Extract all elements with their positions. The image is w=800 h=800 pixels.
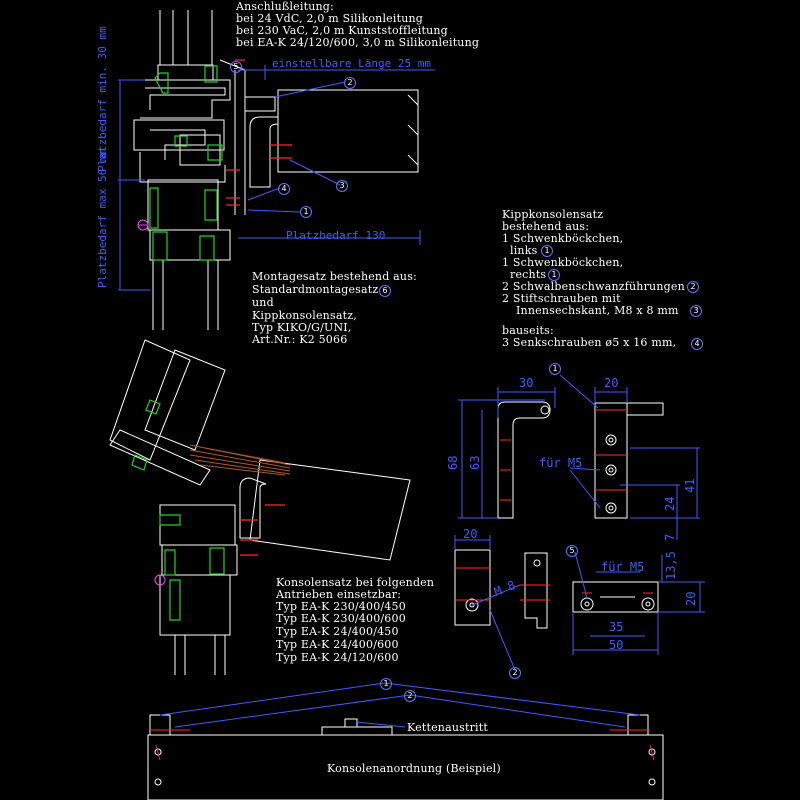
dim-13-5: 13,5 — [664, 551, 678, 580]
kipp-line-5: 1 Schwenkböckchen, — [502, 256, 624, 269]
callout-2-console: 2 — [404, 690, 416, 702]
dim-41: 41 — [683, 478, 697, 493]
anschluss-line-1: bei 24 VdC, 2,0 m Silikonleitung — [236, 12, 424, 25]
konsolensatz-line-7: Typ EA-K 24/120/600 — [276, 651, 399, 664]
dim-20-top: 20 — [604, 376, 619, 390]
anschluss-line-2: bei 230 VaC, 2,0 m Kunststoffleitung — [236, 24, 448, 37]
console-leaders — [159, 682, 641, 728]
kipp-line-3: 1 Schwenkböckchen, — [502, 232, 624, 245]
callout-kipp-1a: 1 — [541, 245, 553, 257]
profile-green-details — [149, 65, 223, 261]
bracket-dims — [458, 374, 700, 540]
kipp-line-7: 2 Schwalbenschwanzführungen — [502, 280, 685, 293]
label-kettenaustritt: Kettenaustritt — [407, 721, 488, 734]
console-red — [150, 729, 655, 761]
bracket-front-red — [595, 409, 627, 491]
dim-30: 30 — [519, 376, 534, 390]
anschluss-title: Anschlußleitung: — [236, 0, 334, 13]
dim-platz-max: Platzbedarf max 56 mm — [96, 148, 109, 288]
callout-1-bracket: 1 — [549, 363, 561, 375]
montage-line-2: Standardmontagesatz — [252, 283, 379, 296]
dim-24: 24 — [663, 496, 677, 511]
callout-kipp-4: 4 — [691, 338, 703, 350]
tilted-red-details — [240, 504, 285, 556]
kipp-line-4: links — [510, 244, 538, 257]
bracket-side-view — [497, 401, 551, 519]
callout-4-top: 4 — [278, 183, 290, 195]
kipp-line-6: rechts — [510, 268, 547, 281]
callout-kipp-3: 3 — [690, 305, 702, 317]
dim-35: 35 — [609, 620, 624, 634]
montage-line-1: Montagesatz bestehend aus: — [252, 270, 417, 283]
anschluss-line-3: bei EA-K 24/120/600, 3,0 m Silikonleitun… — [236, 36, 480, 49]
callout-kipp-2: 2 — [687, 281, 699, 293]
konsolensatz-line-5: Typ EA-K 24/400/450 — [276, 625, 399, 638]
callout-2-top: 2 — [344, 77, 356, 89]
kipp-line-8: 2 Stiftschrauben mit — [502, 292, 621, 305]
callout-5-top: 5 — [230, 61, 242, 73]
label-fuer-m5-a: für M5 — [539, 456, 583, 470]
callout-1-top: 1 — [300, 206, 312, 218]
tilted-green-details — [131, 399, 225, 621]
dim-63: 63 — [468, 455, 482, 470]
konsolensatz-line-6: Typ EA-K 24/400/600 — [276, 638, 399, 651]
profile-red-details — [226, 59, 292, 206]
swivel-dims — [454, 535, 705, 671]
dim-50: 50 — [609, 638, 624, 652]
callout-5-swivel: 5 — [566, 545, 578, 557]
callout-1-console: 1 — [380, 678, 392, 690]
kipp-line-9: Innensechskant, M8 x 8 mm — [516, 304, 679, 317]
callout-leaders — [247, 81, 346, 213]
dims-top-lines — [118, 65, 435, 291]
tilted-magenta — [154, 574, 166, 586]
montage-line-4: Kippkonsolensatz, — [252, 309, 357, 322]
kipp-line-1: Kippkonsolensatz — [502, 208, 604, 221]
callout-kipp-1b: 1 — [548, 269, 560, 281]
dim-20-swivel: 20 — [463, 527, 478, 541]
montage-line-5: Typ KIKO/G/UNI, — [252, 321, 352, 334]
dim-20-right: 20 — [684, 591, 698, 606]
konsolensatz-line-2: Antrieben einsetzbar: — [276, 588, 402, 601]
kipp-line-11: 3 Senkschrauben ø5 x 16 mm, — [502, 336, 677, 349]
kipp-line-10: bauseits: — [502, 324, 554, 337]
callout-2-swivel: 2 — [509, 667, 521, 679]
tilted-brown-chain — [189, 444, 291, 476]
dim-platz130: Platzbedarf 130 — [286, 229, 386, 242]
dim-einstellbare: einstellbare Länge 25 mm — [272, 57, 431, 70]
profile-section-tilted — [109, 339, 411, 675]
callout-3-top: 3 — [336, 180, 348, 192]
montage-line-3: und — [252, 296, 274, 309]
bracket-front-view — [594, 402, 664, 519]
konsolensatz-line-1: Konsolensatz bei folgenden — [276, 576, 435, 589]
montage-line-6: Art.Nr.: K2 5066 — [252, 333, 348, 346]
connector-magenta — [137, 219, 149, 231]
label-konsolenanordnung: Konsolenanordnung (Beispiel) — [327, 762, 501, 775]
label-fuer-m5-b: für M5 — [601, 560, 645, 574]
dim-7: 7 — [663, 533, 677, 541]
callout-6: 6 — [379, 285, 391, 297]
profile-section-top — [133, 10, 419, 330]
konsolensatz-line-3: Typ EA-K 230/400/450 — [276, 600, 406, 613]
konsolensatz-line-4: Typ EA-K 230/400/600 — [276, 612, 406, 625]
dim-68: 68 — [446, 455, 460, 470]
bracket-side-red — [500, 439, 511, 501]
kipp-line-2: bestehend aus: — [502, 220, 590, 233]
